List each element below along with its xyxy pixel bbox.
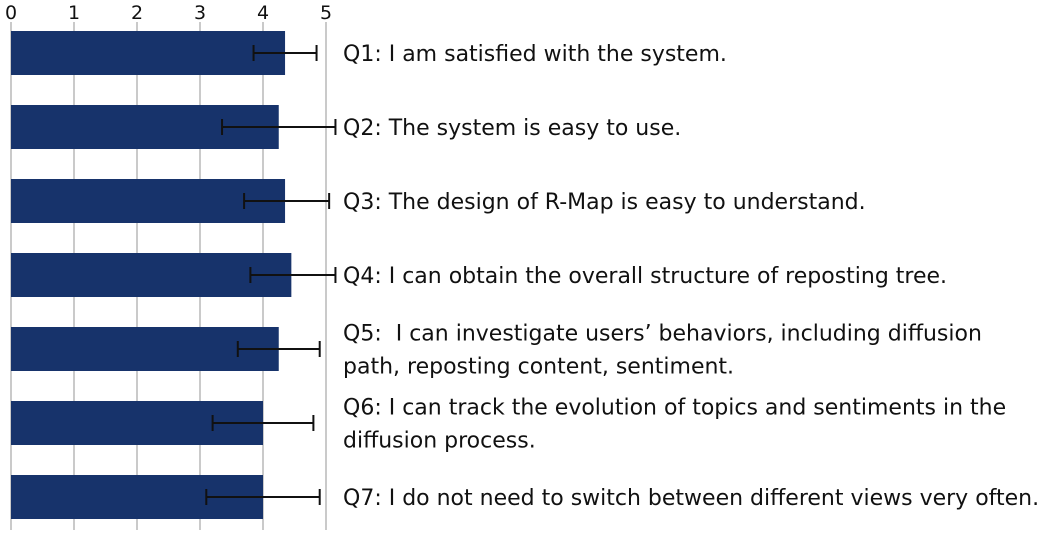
x-tick-label: 5 xyxy=(320,2,332,24)
question-label: Q2: The system is easy to use. xyxy=(343,116,681,141)
x-tick-label: 4 xyxy=(257,2,269,24)
bar xyxy=(11,31,286,75)
question-label: Q1: I am satisfied with the system. xyxy=(343,42,727,67)
question-label: Q3: The design of R-Map is easy to under… xyxy=(343,190,866,215)
question-label: Q4: I can obtain the overall structure o… xyxy=(343,264,947,289)
question-label: Q7: I do not need to switch between diff… xyxy=(343,486,1039,511)
question-label: Q5: I can investigate users’ behaviors, … xyxy=(343,322,982,347)
bar xyxy=(11,253,292,297)
bar xyxy=(11,179,286,223)
x-tick-label: 1 xyxy=(68,2,80,24)
question-label: path, reposting content, sentiment. xyxy=(343,355,734,380)
x-tick-label: 2 xyxy=(131,2,143,24)
x-tick-label: 0 xyxy=(5,2,17,24)
x-tick-label: 3 xyxy=(194,2,206,24)
bar xyxy=(11,327,279,371)
question-label: Q6: I can track the evolution of topics … xyxy=(343,396,1006,421)
question-label: diffusion process. xyxy=(343,429,536,454)
